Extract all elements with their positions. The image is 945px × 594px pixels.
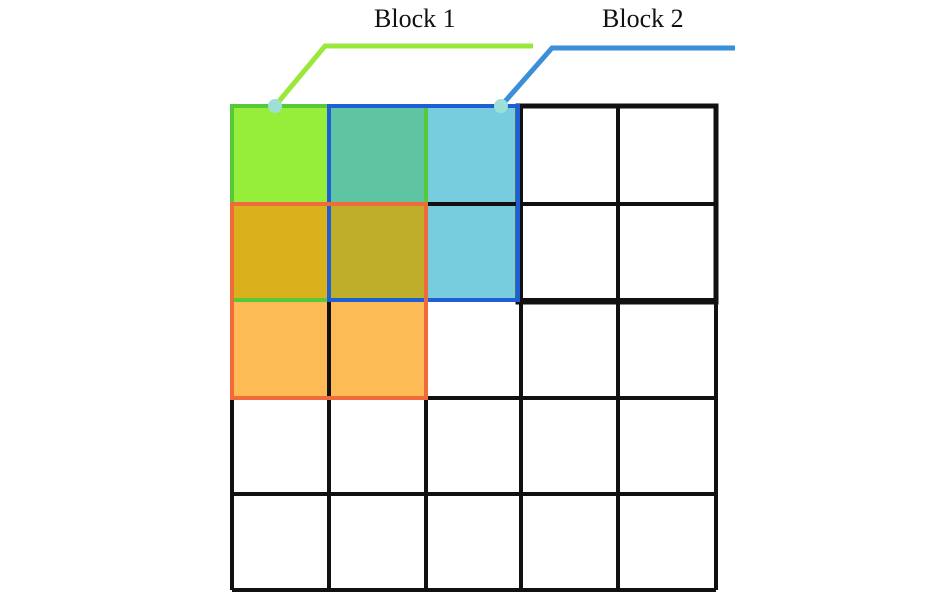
cell-r2-c2	[329, 204, 426, 300]
cell-r1-c3	[426, 106, 518, 204]
cell-r2-c1	[232, 204, 329, 300]
block2-callout-dot	[494, 99, 508, 113]
cell-r2-c3	[426, 204, 518, 300]
block2-label: Block 2	[602, 4, 684, 33]
block1-callout-line	[273, 43, 533, 108]
cell-r3-c2	[329, 300, 426, 398]
cell-r3-c1	[232, 300, 329, 398]
cell-r1-c2	[329, 106, 426, 204]
block2-callout-line	[499, 45, 735, 108]
shaded-cells	[232, 106, 518, 398]
cell-r1-c1	[232, 106, 329, 204]
block3-outline	[230, 202, 428, 400]
block1-callout-dot	[268, 99, 282, 113]
block1-label: Block 1	[374, 4, 456, 33]
